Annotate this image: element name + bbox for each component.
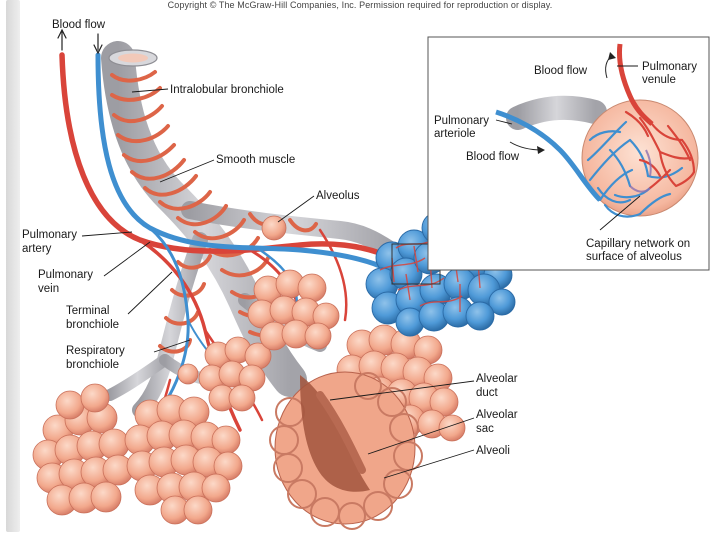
label-alveolar-duct-1: Alveolar [476,373,518,385]
single-alveolus [262,216,286,240]
label-pulmonary-vein-1: Pulmonary [38,269,93,281]
label-alveolus: Alveolus [316,190,360,202]
label-inset-blood-flow-top: Blood flow [534,65,588,77]
label-respiratory-bronchiole-2: bronchiole [66,359,119,371]
alveolar-cluster-center [125,395,242,524]
label-capillary-network-1: Capillary network on [586,238,690,250]
label-alveoli: Alveoli [476,445,510,457]
label-alveolar-sac-2: sac [476,423,494,435]
label-intralobular-bronchiole: Intralobular bronchiole [170,84,284,96]
alveolar-cluster-left [33,384,133,515]
label-pulmonary-venule-1: Pulmonary [642,61,697,73]
label-terminal-bronchiole-1: Terminal [66,305,109,317]
label-smooth-muscle: Smooth muscle [216,154,295,166]
label-pulmonary-arteriole-1: Pulmonary [434,115,489,127]
label-alveolar-sac-1: Alveolar [476,409,518,421]
label-pulmonary-artery-1: Pulmonary [22,229,77,241]
label-terminal-bronchiole-2: bronchiole [66,319,119,331]
label-pulmonary-venule-2: venule [642,74,676,86]
label-inset-blood-flow-bottom: Blood flow [466,151,520,163]
label-respiratory-bronchiole-1: Respiratory [66,345,125,357]
label-pulmonary-arteriole-2: arteriole [434,128,476,140]
label-alveolar-duct-2: duct [476,387,499,399]
label-blood-flow: Blood flow [52,19,106,31]
label-pulmonary-artery-2: artery [22,243,52,255]
label-capillary-network-2: surface of alveolus [586,251,682,263]
label-pulmonary-vein-2: vein [38,283,59,295]
